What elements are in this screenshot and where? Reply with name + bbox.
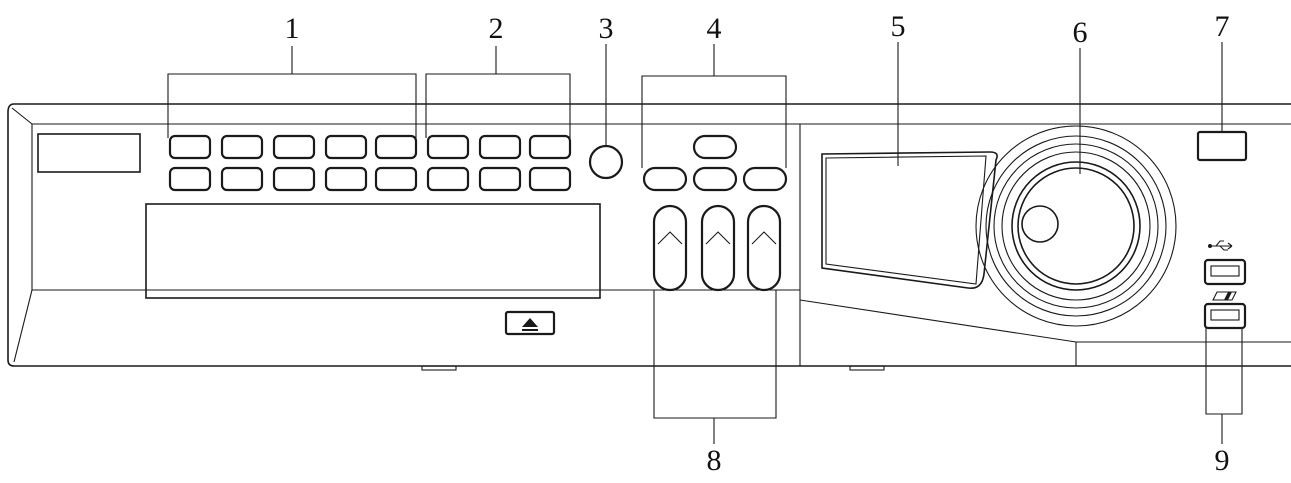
control-buttons <box>642 134 788 192</box>
channel-button-r1-c6 <box>426 134 470 160</box>
control-button-left <box>642 166 688 192</box>
callout-6: 6 <box>1072 16 1088 49</box>
leader-lines <box>167 42 1243 444</box>
channel-button-r2-c3 <box>272 166 316 192</box>
lcd-window <box>821 151 998 290</box>
callout-5: 5 <box>890 10 906 43</box>
channel-button-r1-c4 <box>324 134 368 160</box>
channel-button-r2-c2 <box>220 166 264 192</box>
usb-port-1 <box>1203 258 1247 286</box>
control-button-right <box>742 166 788 192</box>
vertical-button-1 <box>652 204 688 292</box>
channel-button-r2-c1 <box>168 166 212 192</box>
channel-button-r2-c4 <box>324 166 368 192</box>
playback-buttons <box>652 204 782 292</box>
channel-button-r1-c1 <box>168 134 212 160</box>
jog-shuttle <box>975 125 1177 327</box>
display-window <box>37 133 141 173</box>
storage-card-icon <box>1212 291 1237 301</box>
power-button <box>1196 130 1248 162</box>
channel-button-r1-c7 <box>478 134 522 160</box>
control-button-center <box>692 166 738 192</box>
callout-3: 3 <box>598 12 614 45</box>
channel-button-r2-c7 <box>478 166 522 192</box>
channel-button-r1-c3 <box>272 134 316 160</box>
channel-button-r2-c8 <box>528 166 572 192</box>
callout-2: 2 <box>488 12 504 45</box>
callout-1: 1 <box>284 12 300 45</box>
control-button-up <box>692 134 738 160</box>
channel-button-r2-c6 <box>426 166 470 192</box>
channel-buttons <box>168 134 572 192</box>
callout-4: 4 <box>706 12 722 45</box>
dvd-tray <box>145 203 601 299</box>
channel-button-r1-c2 <box>220 134 264 160</box>
callout-8: 8 <box>706 444 722 477</box>
callout-7: 7 <box>1214 10 1230 43</box>
vertical-button-2 <box>700 204 736 292</box>
callout-9: 9 <box>1214 444 1230 477</box>
channel-button-r2-c5 <box>374 166 418 192</box>
ir-receiver <box>588 144 624 180</box>
eject-icon <box>504 310 556 336</box>
channel-button-r1-c5 <box>374 134 418 160</box>
vertical-button-3 <box>746 204 782 292</box>
usb-icon <box>1208 240 1233 251</box>
chassis <box>7 103 1291 371</box>
usb-port-2 <box>1203 302 1247 330</box>
channel-button-r1-c8 <box>528 134 572 160</box>
